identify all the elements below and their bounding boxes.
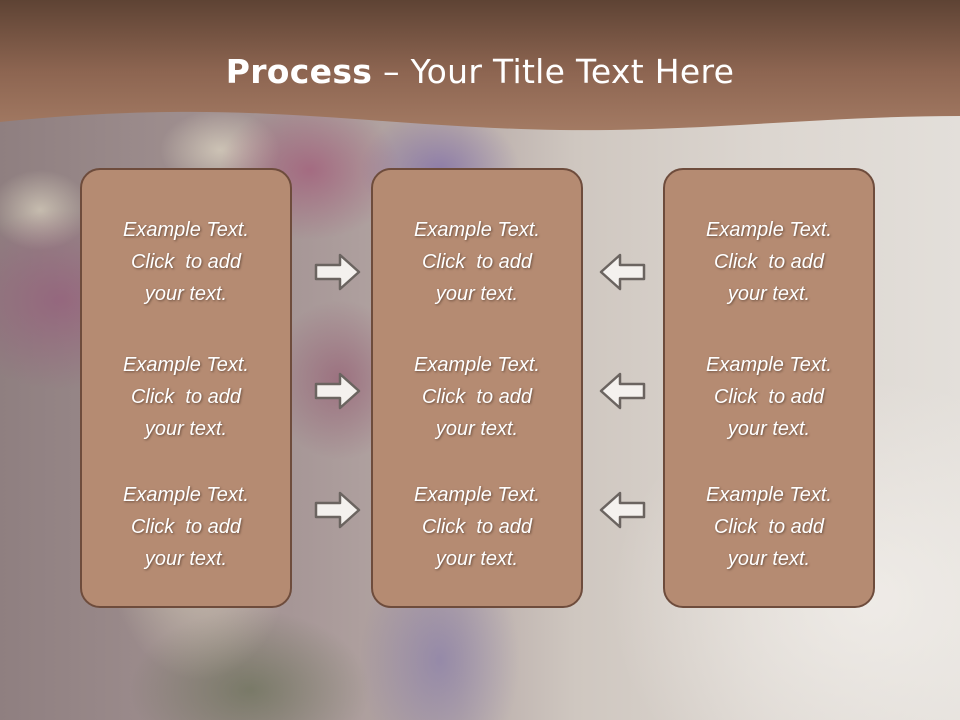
arrow-left-icon[interactable] xyxy=(598,490,646,530)
arrow-right-icon[interactable] xyxy=(314,252,362,292)
arrow-left-icon[interactable] xyxy=(598,252,646,292)
text-line: Click to add xyxy=(130,251,242,273)
text-placeholder[interactable]: Example Text. Click to add your text. xyxy=(373,349,581,445)
text-line: Click to add xyxy=(713,516,825,538)
text-placeholder[interactable]: Example Text. Click to add your text. xyxy=(665,214,873,310)
title-bold: Process xyxy=(225,52,373,91)
text-line: Example Text. xyxy=(123,354,249,376)
text-line: Click to add xyxy=(421,386,533,408)
text-placeholder[interactable]: Example Text. Click to add your text. xyxy=(665,349,873,445)
arrow-right-icon[interactable] xyxy=(314,490,362,530)
text-line: Example Text. xyxy=(706,354,832,376)
text-placeholder[interactable]: Example Text. Click to add your text. xyxy=(82,479,290,575)
arrow-left-icon[interactable] xyxy=(598,371,646,411)
text-line: Click to add xyxy=(130,386,242,408)
text-line: Example Text. xyxy=(706,219,832,241)
text-line: Example Text. xyxy=(414,219,540,241)
text-line: Click to add xyxy=(421,251,533,273)
text-line: Click to add xyxy=(130,516,242,538)
process-box-left[interactable]: Example Text. Click to add your text. Ex… xyxy=(80,168,292,608)
text-placeholder[interactable]: Example Text. Click to add your text. xyxy=(82,349,290,445)
page-title[interactable]: Process – Your Title Text Here xyxy=(0,52,960,91)
text-line: your text. xyxy=(727,548,811,570)
process-box-right[interactable]: Example Text. Click to add your text. Ex… xyxy=(663,168,875,608)
text-line: your text. xyxy=(435,548,519,570)
text-line: Example Text. xyxy=(414,484,540,506)
title-banner xyxy=(0,0,960,131)
text-line: Example Text. xyxy=(123,484,249,506)
text-placeholder[interactable]: Example Text. Click to add your text. xyxy=(373,479,581,575)
text-line: Example Text. xyxy=(123,219,249,241)
arrow-right-icon[interactable] xyxy=(314,371,362,411)
text-line: your text. xyxy=(144,283,228,305)
process-box-middle[interactable]: Example Text. Click to add your text. Ex… xyxy=(371,168,583,608)
text-line: Click to add xyxy=(421,516,533,538)
text-placeholder[interactable]: Example Text. Click to add your text. xyxy=(373,214,581,310)
title-rest: – Your Title Text Here xyxy=(372,52,735,91)
text-line: your text. xyxy=(727,283,811,305)
text-line: your text. xyxy=(435,283,519,305)
text-line: your text. xyxy=(144,418,228,440)
text-placeholder[interactable]: Example Text. Click to add your text. xyxy=(82,214,290,310)
text-line: your text. xyxy=(435,418,519,440)
text-line: Click to add xyxy=(713,251,825,273)
text-placeholder[interactable]: Example Text. Click to add your text. xyxy=(665,479,873,575)
text-line: Click to add xyxy=(713,386,825,408)
text-line: your text. xyxy=(144,548,228,570)
text-line: your text. xyxy=(727,418,811,440)
text-line: Example Text. xyxy=(414,354,540,376)
text-line: Example Text. xyxy=(706,484,832,506)
